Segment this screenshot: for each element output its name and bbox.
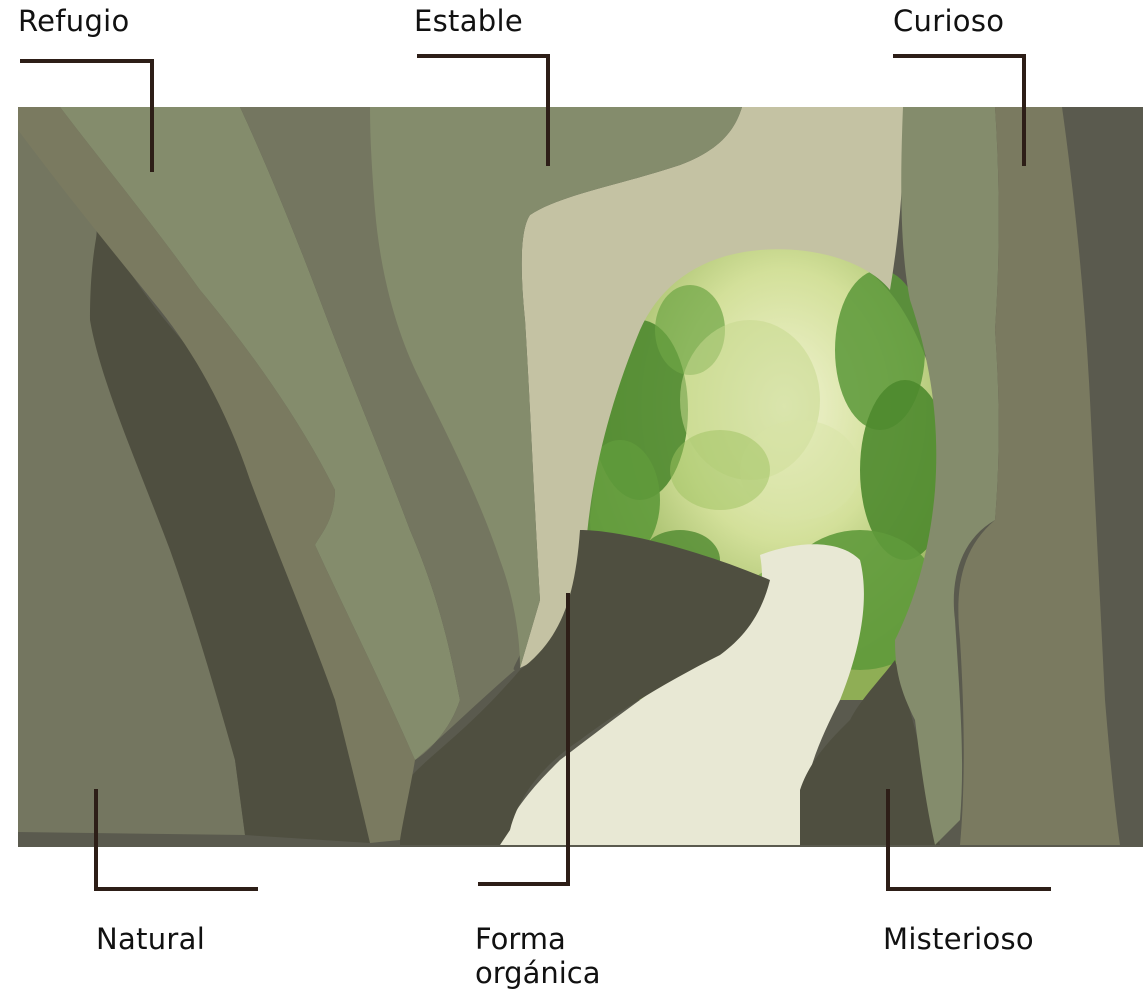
label-refugio: Refugio xyxy=(18,4,130,38)
label-natural: Natural xyxy=(96,922,205,956)
label-forma-organica: Forma orgánica xyxy=(475,922,601,990)
label-misterioso: Misterioso xyxy=(883,922,1034,956)
label-curioso: Curioso xyxy=(893,4,1004,38)
label-estable: Estable xyxy=(414,4,523,38)
label-forma-line2: orgánica xyxy=(475,956,601,990)
label-forma-line1: Forma xyxy=(475,922,601,956)
